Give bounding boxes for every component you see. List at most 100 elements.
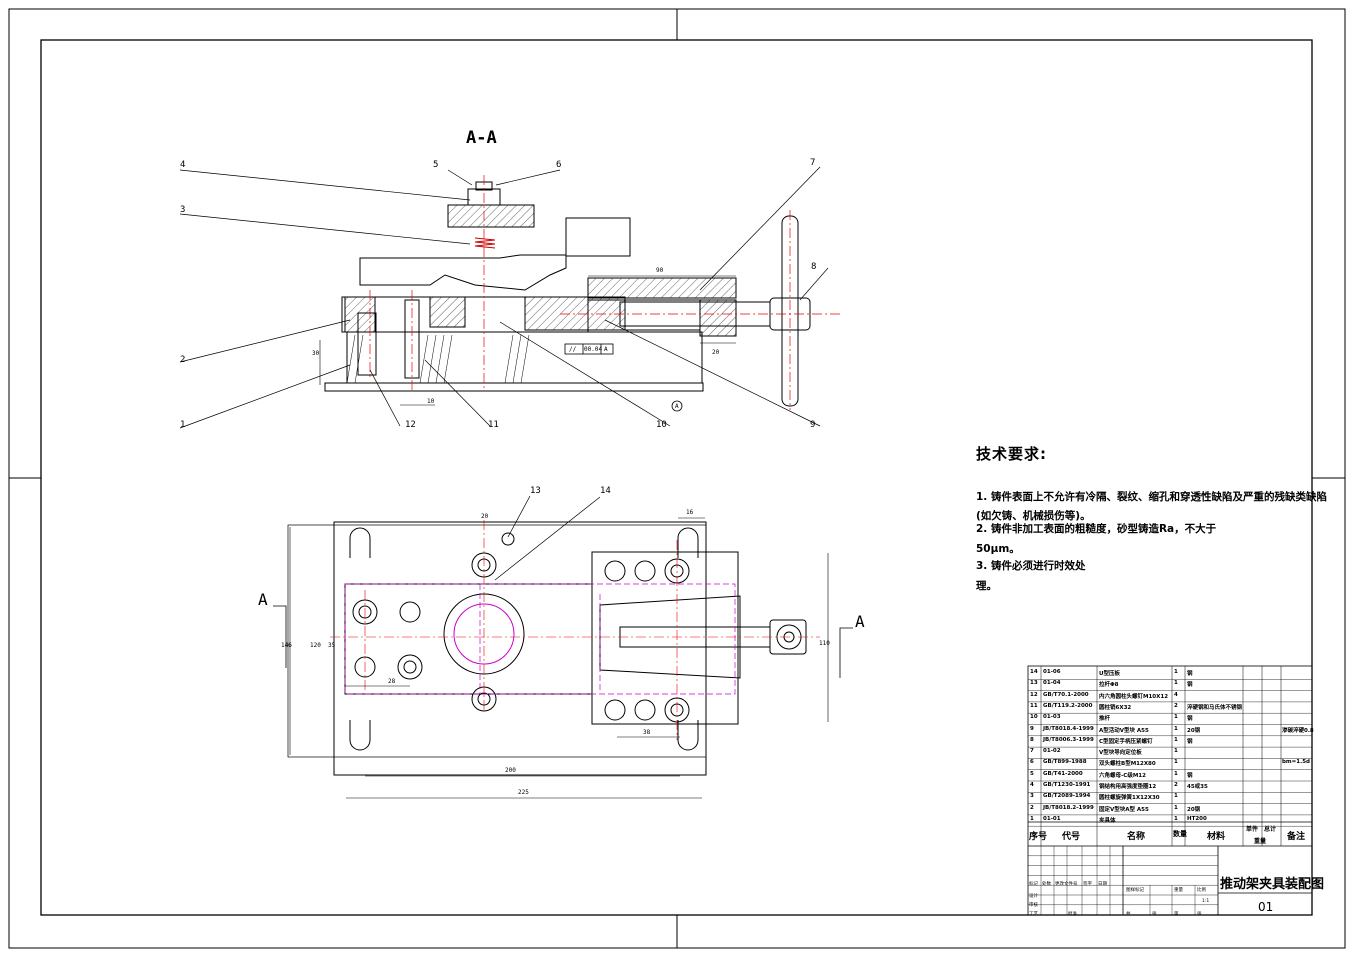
dim-30: 30 <box>312 350 320 357</box>
top-view <box>273 495 853 799</box>
bom-cell-code: 01-01 <box>1043 815 1061 822</box>
bom-cell-qty: 1 <box>1174 725 1178 732</box>
dim-top-120: 120 <box>310 642 321 649</box>
bom-cell-no: 14 <box>1030 669 1038 675</box>
balloon-5: 5 <box>433 160 439 170</box>
bom-cell-no: 7 <box>1030 748 1034 755</box>
title-block-label: 工艺 <box>1029 912 1038 917</box>
tech-requirement-2b: 50μm。 <box>976 543 1020 555</box>
bom-cell-name: C型固定手柄压紧螺钉 <box>1099 738 1153 745</box>
bom-cell-code: JB/T8018.4-1999 <box>1043 725 1094 732</box>
bom-header-qty: 数量 <box>1173 830 1187 838</box>
bom-table <box>1027 665 1313 916</box>
bom-cell-note: 渗碳淬硬0.8 <box>1282 727 1314 734</box>
view-title: A-A <box>466 128 497 148</box>
tech-requirement-1b: (如欠铸、机械损伤等)。 <box>976 510 1091 522</box>
bom-cell-no: 3 <box>1030 793 1034 800</box>
bom-cell-code: 01-04 <box>1043 680 1061 687</box>
section-mark-left: A <box>258 590 268 609</box>
dim-top-146: 146 <box>281 642 292 649</box>
bom-cell-no: 10 <box>1030 714 1038 721</box>
bom-cell-material: 钢 <box>1187 772 1193 779</box>
title-block-label: 比例 <box>1197 888 1206 893</box>
dim-top-20: 20 <box>481 513 489 520</box>
bom-cell-no: 1 <box>1030 815 1034 822</box>
balloon-13: 13 <box>530 486 541 496</box>
drawing-code: 01 <box>1258 900 1274 914</box>
bom-cell-qty: 1 <box>1174 759 1178 766</box>
balloon-10: 10 <box>656 420 667 430</box>
bom-cell-material: 钢 <box>1187 671 1193 677</box>
tech-requirement-2: 2. 铸件非加工表面的粗糙度，砂型铸造Ra，不大于 <box>976 523 1217 535</box>
bom-cell-name: 推杆 <box>1099 716 1111 723</box>
dim-top-16: 16 <box>686 509 694 516</box>
bom-cell-qty: 1 <box>1174 804 1178 811</box>
bom-cell-code: 01-03 <box>1043 714 1061 721</box>
dim-top-28: 28 <box>388 678 396 685</box>
title-block-label: 共 <box>1126 912 1131 917</box>
bom-cell-no: 4 <box>1030 782 1034 788</box>
bom-cell-name: 六角螺母-C级M12 <box>1099 772 1146 779</box>
title-block-label: 标记 <box>1029 882 1038 887</box>
bom-cell-code: GB/T70.1-2000 <box>1043 691 1089 698</box>
bom-cell-name: 圆柱销6X32 <box>1099 704 1132 711</box>
dim-10: 10 <box>427 398 435 405</box>
bom-cell-name: 双头螺柱B型M12X80 <box>1099 761 1156 768</box>
bom-cell-name: 拉杆Φ8 <box>1099 682 1119 689</box>
bom-cell-no: 6 <box>1030 759 1034 766</box>
bom-cell-code: 01-06 <box>1043 669 1061 675</box>
tech-requirements-title: 技术要求: <box>976 445 1047 463</box>
bom-cell-qty: 1 <box>1174 736 1178 743</box>
balloon-14: 14 <box>600 486 611 496</box>
balloon-6: 6 <box>556 160 562 170</box>
dim-top-225: 225 <box>518 789 529 796</box>
bom-cell-code: 01-02 <box>1043 748 1061 755</box>
balloon-4: 4 <box>180 160 186 170</box>
title-block-label: 设计 <box>1029 894 1038 899</box>
bom-header-note: 备注 <box>1287 832 1306 842</box>
bom-cell-no: 9 <box>1030 725 1034 732</box>
balloon-8: 8 <box>811 262 817 272</box>
bom-header-code: 代号 <box>1062 832 1081 842</box>
bom-cell-code: GB/T119.2-2000 <box>1043 702 1093 709</box>
tolerance-datum: A <box>604 346 608 353</box>
bom-cell-no: 2 <box>1030 804 1034 811</box>
tolerance-symbol: // <box>569 346 577 353</box>
bom-cell-note: bm=1.5d <box>1282 759 1310 766</box>
dim-20: 20 <box>712 349 720 356</box>
bom-header-material: 材料 <box>1207 832 1226 842</box>
section-mark-right: A <box>855 612 865 631</box>
bom-cell-material: 20钢 <box>1187 727 1201 734</box>
title-block-label: 图样标记 <box>1126 888 1144 893</box>
title-block-label: 批准 <box>1068 912 1077 917</box>
title-block-label: 日期 <box>1098 882 1107 887</box>
bom-cell-material: 45或35 <box>1187 784 1208 790</box>
bom-header-name: 名称 <box>1127 832 1146 842</box>
dim-top-200: 200 <box>505 767 516 774</box>
title-block-label: 张 <box>1197 912 1202 917</box>
bom-cell-name: V型块导向定位板 <box>1099 750 1142 757</box>
tech-requirement-3b: 理。 <box>976 580 997 592</box>
bom-cell-name: U型压板 <box>1099 671 1120 677</box>
tech-requirement-1: 1. 铸件表面上不允许有冷隔、裂纹、缩孔和穿透性缺陷及严重的残缺类缺陷 <box>976 491 1327 503</box>
bom-cell-qty: 1 <box>1174 793 1178 800</box>
bom-cell-code: JB/T8018.2-1999 <box>1043 804 1094 811</box>
bom-cell-material: 钢 <box>1187 682 1193 689</box>
title-block-label: 第 <box>1174 912 1179 917</box>
balloon-11: 11 <box>488 420 499 430</box>
section-view-a-a <box>179 166 840 429</box>
bom-cell-material: 20钢 <box>1187 806 1201 813</box>
title-block-label: 更改文件号 <box>1055 882 1078 887</box>
dim-top-35: 35 <box>328 642 336 649</box>
